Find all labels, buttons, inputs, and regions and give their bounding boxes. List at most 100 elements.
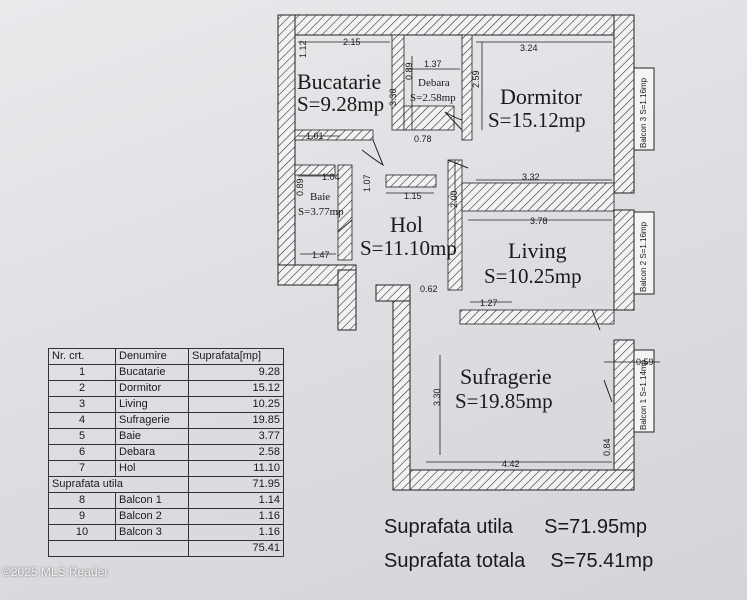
room-sufragerie-name: Sufragerie bbox=[460, 364, 552, 389]
dim-1-37: 1.37 bbox=[424, 59, 442, 69]
cell-nr: 1 bbox=[48, 364, 116, 381]
cell-suprafata: 1.16 bbox=[188, 508, 284, 525]
cell-nr: 2 bbox=[48, 380, 116, 397]
room-dormitor-name: Dormitor bbox=[500, 84, 583, 109]
dim-0-62: 0.62 bbox=[420, 284, 438, 294]
room-living-area: S=10.25mp bbox=[484, 264, 582, 288]
cell-nr: 6 bbox=[48, 444, 116, 461]
summary-total: Suprafata totala S=75.41mp bbox=[384, 550, 653, 573]
room-dormitor-area: S=15.12mp bbox=[488, 108, 586, 132]
dim-1-27: 1.27 bbox=[480, 298, 498, 308]
room-hol-name: Hol bbox=[390, 212, 423, 237]
summary-total-label: Suprafata totala bbox=[384, 550, 526, 572]
room-debara-area: S=2.58mp bbox=[410, 92, 456, 104]
dim-3-32: 3.32 bbox=[522, 172, 540, 182]
room-baie-name: Baie bbox=[310, 191, 330, 203]
dim-1-12: 1.12 bbox=[298, 40, 308, 58]
table-total-row: 75.41 bbox=[48, 540, 284, 557]
cell-denumire: Balcon 2 bbox=[115, 508, 189, 525]
cell-nr: 10 bbox=[48, 524, 116, 541]
cell-denumire: Living bbox=[115, 396, 189, 413]
room-debara-name: Debara bbox=[418, 77, 450, 89]
dim-3-78: 3.78 bbox=[530, 216, 548, 226]
cell-suprafata: 11.10 bbox=[188, 460, 284, 477]
cell-denumire: Balcon 3 bbox=[115, 524, 189, 541]
balcony-3: Balcon 3 S=1.16mp bbox=[633, 67, 655, 151]
table-header-row: Nr. crt. Denumire Suprafata[mp] bbox=[48, 348, 284, 365]
total-label-cell bbox=[48, 540, 189, 557]
cell-nr: 4 bbox=[48, 412, 116, 429]
watermark: ©2025 MLS Reader bbox=[2, 565, 109, 579]
room-hol-area: S=11.10mp bbox=[360, 236, 457, 260]
cell-suprafata: 1.16 bbox=[188, 524, 284, 541]
dim-1-07: 1.07 bbox=[362, 174, 372, 192]
room-sufragerie-area: S=19.85mp bbox=[455, 389, 553, 413]
cell-suprafata: 9.28 bbox=[188, 364, 284, 381]
dim-2-15: 2.15 bbox=[343, 37, 361, 47]
room-living-name: Living bbox=[508, 238, 567, 263]
cell-denumire: Dormitor bbox=[115, 380, 189, 397]
cell-suprafata: 19.85 bbox=[188, 412, 284, 429]
room-baie-area: S=3.77mp bbox=[298, 206, 344, 218]
dim-1-01: 1.01 bbox=[306, 131, 324, 141]
room-labels: Bucatarie S=9.28mp Debara S=2.58mp Dormi… bbox=[297, 69, 586, 413]
cell-nr: 5 bbox=[48, 428, 116, 445]
balcony-1-label: Balcon 1 S=1.14mp bbox=[639, 359, 648, 430]
cell-denumire: Bucatarie bbox=[115, 364, 189, 381]
dim-0-78: 0.78 bbox=[414, 134, 432, 144]
dim-4-42: 4.42 bbox=[502, 459, 520, 469]
subtotal-value: 71.95 bbox=[188, 476, 284, 493]
summary-util-label: Suprafata utila bbox=[384, 516, 513, 538]
room-bucatarie-name: Bucatarie bbox=[297, 69, 381, 94]
table-subtotal-row: Suprafata utila 71.95 bbox=[48, 476, 284, 493]
balcony-3-label: Balcon 3 S=1.16mp bbox=[639, 77, 648, 148]
total-value: 75.41 bbox=[188, 540, 284, 557]
dim-2-00: 2.00 bbox=[449, 190, 459, 208]
dimension-labels: 2.15 1.12 3.24 1.37 0.89 3.30 2.59 0.78 … bbox=[295, 37, 654, 469]
cell-denumire: Baie bbox=[115, 428, 189, 445]
cell-nr: 7 bbox=[48, 460, 116, 477]
dim-1-47: 1.47 bbox=[312, 250, 330, 260]
summary-total-value: S=75.41mp bbox=[550, 550, 654, 572]
balcony-1: Balcon 1 S=1.14mp bbox=[633, 349, 655, 433]
cell-suprafata: 2.58 bbox=[188, 444, 284, 461]
dim-1-04: 1.04 bbox=[322, 172, 340, 182]
cell-nr: 8 bbox=[48, 492, 116, 509]
col-header-nr: Nr. crt. bbox=[48, 348, 116, 365]
cell-nr: 3 bbox=[48, 396, 116, 413]
dim-0-89-debara: 0.89 bbox=[404, 62, 414, 80]
dim-0-89: 0.89 bbox=[295, 178, 305, 196]
col-header-suprafata: Suprafata[mp] bbox=[188, 348, 284, 365]
cell-denumire: Sufragerie bbox=[115, 412, 189, 429]
summary-util: Suprafata utila S=71.95mp bbox=[384, 516, 647, 539]
subtotal-label: Suprafata utila bbox=[48, 476, 189, 493]
dim-2-59: 2.59 bbox=[471, 70, 481, 88]
dim-0-84: 0.84 bbox=[602, 438, 612, 456]
dim-3-30-a: 3.30 bbox=[388, 88, 398, 106]
summary-util-value: S=71.95mp bbox=[544, 516, 647, 538]
cell-denumire: Debara bbox=[115, 444, 189, 461]
dim-3-30-b: 3.30 bbox=[432, 388, 442, 406]
dim-0-59: 0.59 bbox=[636, 357, 654, 367]
dimension-lines bbox=[298, 41, 660, 463]
cell-suprafata: 3.77 bbox=[188, 428, 284, 445]
dim-1-15: 1.15 bbox=[404, 191, 422, 201]
cell-denumire: Hol bbox=[115, 460, 189, 477]
dim-3-24: 3.24 bbox=[520, 43, 538, 53]
cell-denumire: Balcon 1 bbox=[115, 492, 189, 509]
cell-suprafata: 1.14 bbox=[188, 492, 284, 509]
cell-suprafata: 15.12 bbox=[188, 380, 284, 397]
room-bucatarie-area: S=9.28mp bbox=[297, 92, 384, 116]
cell-nr: 9 bbox=[48, 508, 116, 525]
